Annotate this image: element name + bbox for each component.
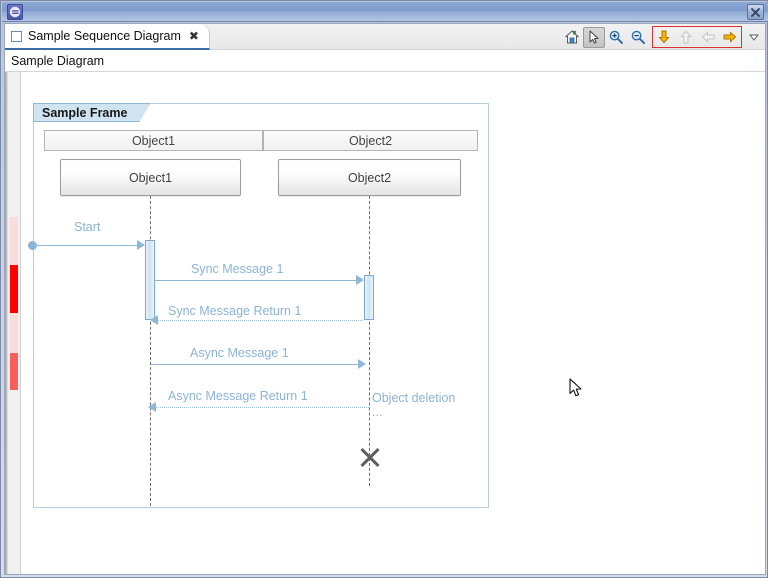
message-arrowhead-async-1 bbox=[358, 359, 366, 369]
diagram-file-icon bbox=[11, 30, 22, 42]
annotation-ruler-rail bbox=[5, 72, 8, 574]
header-cell-object1[interactable]: Object1 bbox=[44, 130, 263, 151]
annotation-mark-salmon[interactable] bbox=[10, 353, 18, 390]
zoom-in-icon[interactable] bbox=[605, 27, 627, 48]
lifeline-object1[interactable] bbox=[150, 196, 151, 506]
window-titlebar bbox=[2, 2, 768, 22]
message-line-start[interactable] bbox=[32, 245, 144, 246]
message-arrowhead-start bbox=[137, 240, 145, 250]
home-icon[interactable] bbox=[561, 27, 583, 48]
mouse-cursor-icon bbox=[569, 378, 583, 403]
object-deletion-note[interactable]: Object deletion bbox=[372, 391, 456, 405]
tab-close-icon[interactable]: ✖ bbox=[188, 29, 199, 43]
lifeline-object2[interactable] bbox=[369, 196, 370, 486]
annotation-band-pale-upper[interactable] bbox=[10, 217, 18, 265]
annotation-mark-red[interactable] bbox=[10, 265, 18, 313]
sample-frame-tag[interactable]: Sample Frame bbox=[33, 103, 150, 122]
header-cell-object2-label: Object2 bbox=[348, 133, 393, 148]
lifeline-head-object1-label: Object1 bbox=[128, 170, 173, 185]
sequence-diagram-canvas[interactable]: Sample Frame Object1 Object2 Object1 Obj bbox=[22, 72, 765, 574]
nav-left-icon bbox=[697, 27, 719, 48]
message-label-async-return-1[interactable]: Async Message Return 1 bbox=[168, 389, 308, 403]
annotation-ruler[interactable] bbox=[5, 72, 21, 574]
message-line-sync-return-1[interactable] bbox=[155, 320, 363, 321]
message-label-sync-return-1[interactable]: Sync Message Return 1 bbox=[168, 304, 302, 318]
message-line-async-return-1[interactable] bbox=[153, 407, 369, 408]
message-line-sync-1[interactable] bbox=[155, 280, 362, 281]
diagram-breadcrumb-label: Sample Diagram bbox=[11, 53, 105, 68]
header-cell-object2[interactable]: Object2 bbox=[263, 130, 478, 151]
window-close-button[interactable] bbox=[747, 4, 764, 20]
tab-sample-sequence-diagram[interactable]: Sample Sequence Diagram ✖ bbox=[5, 24, 210, 50]
message-label-sync-1[interactable]: Sync Message 1 bbox=[191, 262, 284, 276]
activation-bar-object1[interactable] bbox=[145, 240, 155, 320]
object-deletion-note-dots: ... bbox=[372, 405, 383, 419]
message-label-start[interactable]: Start bbox=[74, 220, 101, 234]
lifeline-head-object2-label: Object2 bbox=[347, 170, 392, 185]
header-cell-object1-label: Object1 bbox=[131, 133, 176, 148]
message-arrowhead-sync-return-1 bbox=[150, 315, 158, 325]
zoom-out-icon[interactable] bbox=[627, 27, 649, 48]
editor-toolbar bbox=[561, 26, 763, 48]
diagram-canvas-area: Sample Frame Object1 Object2 Object1 Obj bbox=[5, 72, 765, 574]
editor-tabstrip: Sample Sequence Diagram ✖ bbox=[5, 24, 765, 50]
tab-label: Sample Sequence Diagram bbox=[28, 29, 181, 43]
select-cursor-icon[interactable] bbox=[583, 26, 605, 48]
message-line-async-1[interactable] bbox=[151, 364, 363, 365]
object-destruction-x-icon[interactable] bbox=[358, 446, 382, 470]
nav-right-icon[interactable] bbox=[719, 27, 741, 48]
nav-up-icon bbox=[675, 27, 697, 48]
toolbar-overflow-chevron-down-icon[interactable] bbox=[745, 27, 763, 48]
message-label-async-1[interactable]: Async Message 1 bbox=[190, 346, 289, 360]
lifeline-head-object2[interactable]: Object2 bbox=[278, 159, 461, 196]
message-arrowhead-async-return-1 bbox=[148, 402, 156, 412]
diagram-breadcrumb: Sample Diagram bbox=[5, 50, 765, 72]
lifeline-head-object1[interactable]: Object1 bbox=[60, 159, 241, 196]
nav-down-icon[interactable] bbox=[653, 27, 675, 48]
editor-client-area: Sample Sequence Diagram ✖ bbox=[4, 23, 766, 575]
message-arrowhead-sync-1 bbox=[356, 275, 364, 285]
activation-bar-object2[interactable] bbox=[364, 275, 374, 320]
annotation-band-pale-lower[interactable] bbox=[10, 313, 18, 353]
navigation-button-group bbox=[652, 26, 742, 48]
eclipse-icon bbox=[7, 4, 23, 20]
sample-frame-label: Sample Frame bbox=[42, 105, 128, 120]
